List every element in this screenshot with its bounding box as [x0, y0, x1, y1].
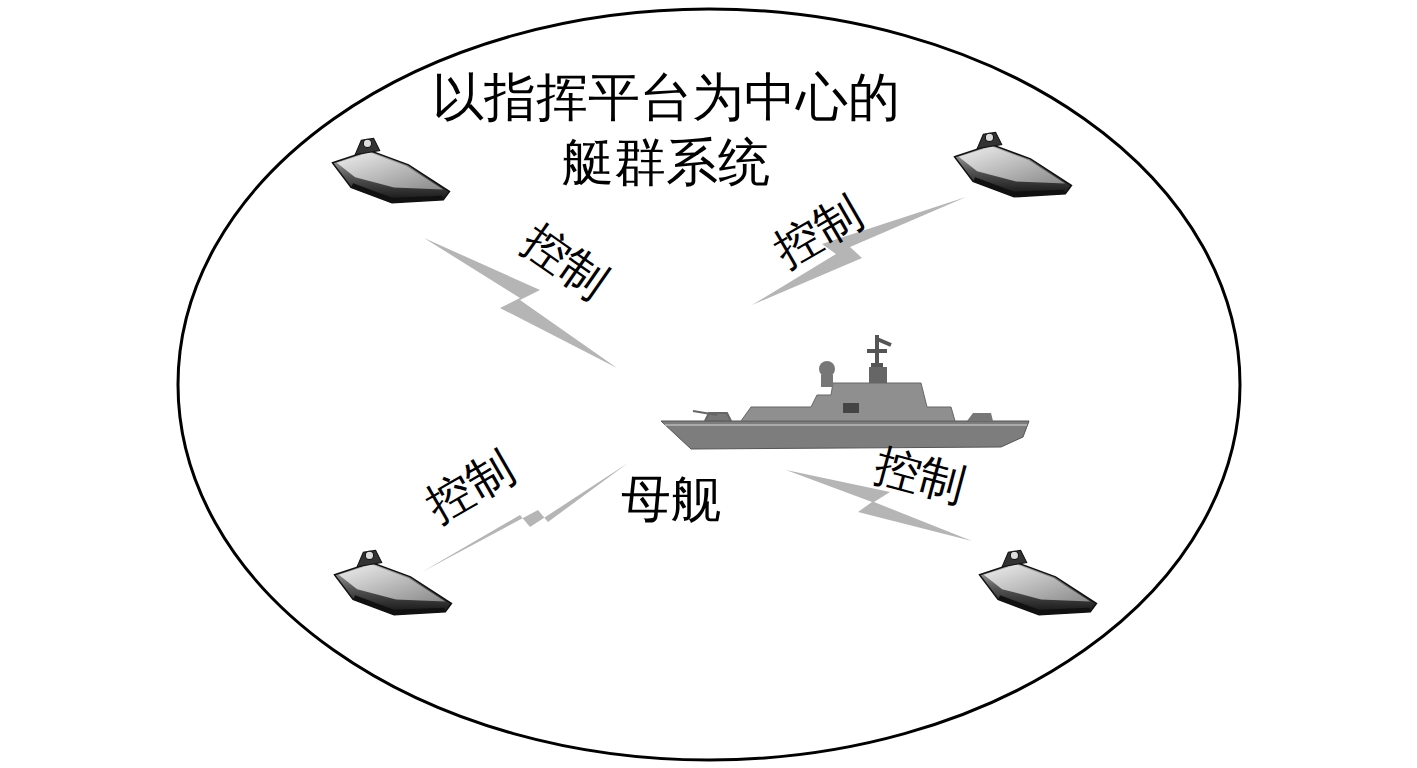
boat-icon [333, 138, 450, 203]
system-ellipse: 以指挥平台为中心的 艇群系统母舰 [176, 7, 1242, 762]
signal-bolts [422, 197, 972, 572]
mother-ship: 母舰 [481, 325, 861, 535]
ship-name: 母舰 [621, 469, 721, 529]
control-label: 控制 [419, 444, 522, 530]
boat-icon [980, 550, 1097, 615]
boat-icon [955, 132, 1072, 197]
control-label: 控制 [870, 442, 971, 510]
control-label: 控制 [767, 189, 870, 275]
system-title: 以指挥平台为中心的 艇群系统 [426, 65, 906, 195]
boat-icon [335, 550, 452, 615]
